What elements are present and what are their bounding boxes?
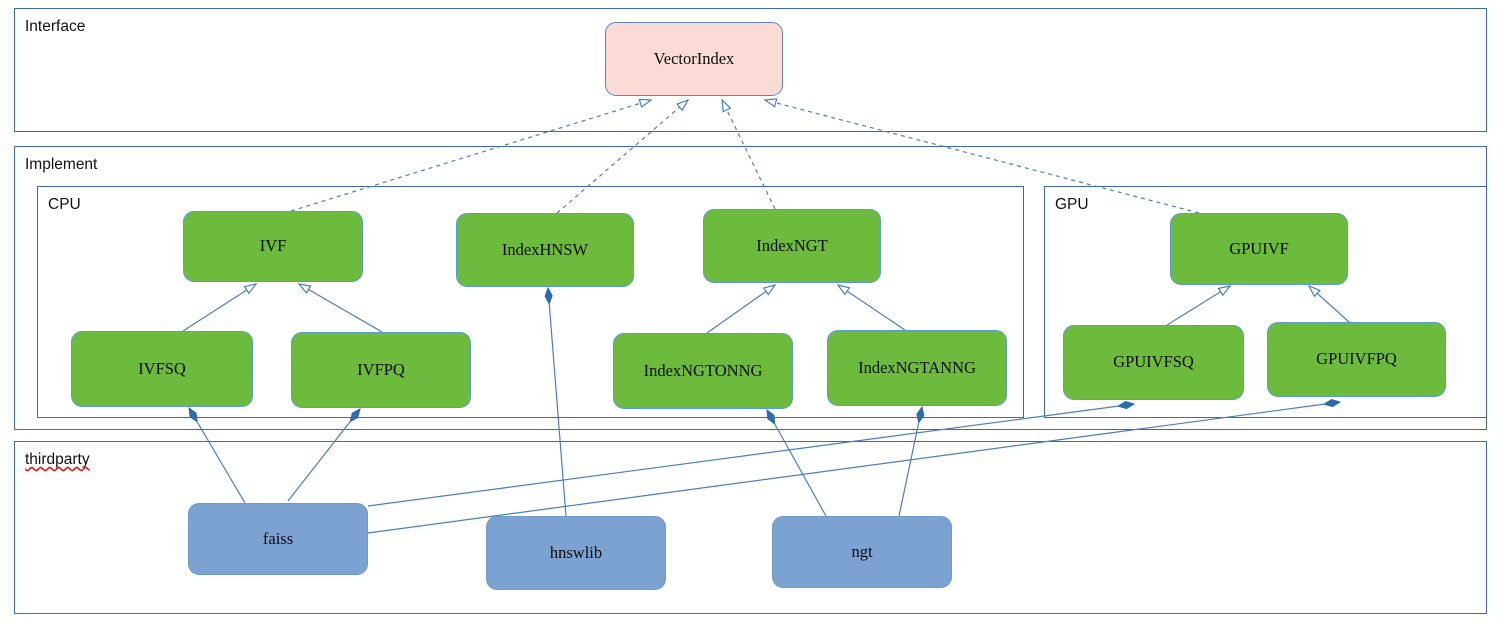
node-hnswlib[interactable]: hnswlib xyxy=(486,516,666,590)
container-label-implement: Implement xyxy=(25,156,98,173)
node-gpuivf[interactable]: GPUIVF xyxy=(1170,213,1348,285)
node-indexngt[interactable]: IndexNGT xyxy=(703,209,881,283)
node-ivfsq[interactable]: IVFSQ xyxy=(71,331,253,407)
container-label-thirdparty: thirdparty xyxy=(25,451,90,468)
node-indexngtanng[interactable]: IndexNGTANNG xyxy=(827,330,1007,406)
container-label-interface: Interface xyxy=(25,18,86,35)
node-ivf[interactable]: IVF xyxy=(183,211,363,282)
node-faiss[interactable]: faiss xyxy=(188,503,368,575)
node-gpuivfpq[interactable]: GPUIVFPQ xyxy=(1267,322,1446,397)
node-vectorindex[interactable]: VectorIndex xyxy=(605,22,783,96)
container-label-cpu: CPU xyxy=(48,196,81,213)
node-indexngtonng[interactable]: IndexNGTONNG xyxy=(613,333,793,409)
container-label-gpu: GPU xyxy=(1055,196,1089,213)
node-indexhnsw[interactable]: IndexHNSW xyxy=(456,213,634,287)
node-gpuivfsq[interactable]: GPUIVFSQ xyxy=(1063,325,1244,400)
node-ngt[interactable]: ngt xyxy=(772,516,952,588)
node-ivfpq[interactable]: IVFPQ xyxy=(291,332,471,408)
